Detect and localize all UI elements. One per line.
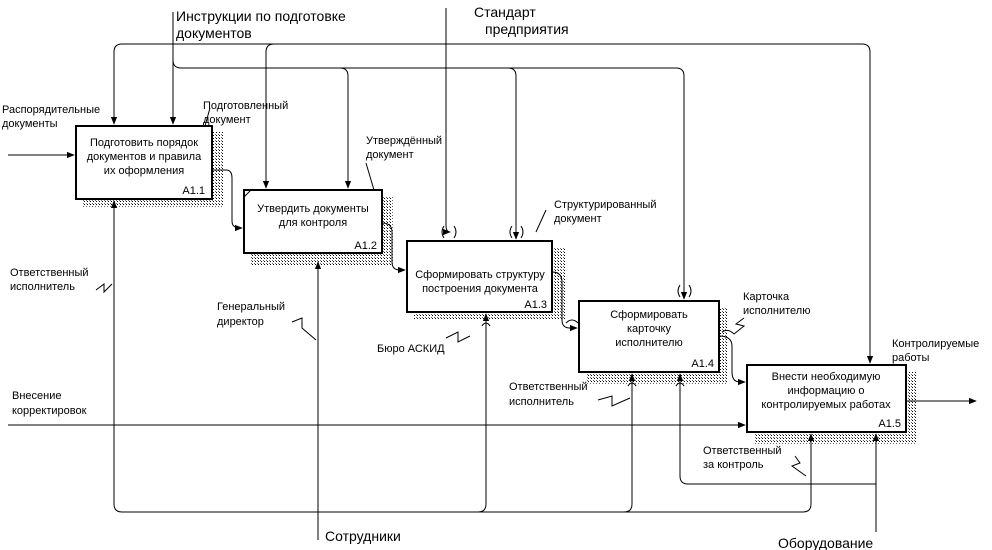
arrow-a1-2-a1-3 <box>381 222 406 274</box>
label-orders-1: Распорядительные <box>2 104 100 116</box>
label-control-resp-1: Ответственный <box>703 445 782 457</box>
label-responsible1-2: исполнитель <box>10 281 75 293</box>
labels: Инструкции по подготовке документов Стан… <box>2 4 979 550</box>
box-a1-5-line3: контролируемых работах <box>761 399 891 411</box>
arrow-instructions-branch <box>172 59 688 300</box>
label-director-2: директор <box>217 316 264 328</box>
arrow-a1-4-a1-5 <box>718 335 746 386</box>
box-a1-5-line1: Внести необходимую <box>772 371 881 383</box>
box-a1-1-line2: документов и правила <box>87 151 202 163</box>
box-a1-4-line1: Сформировать <box>610 309 688 321</box>
arrow-a1-1-a1-2 <box>212 169 243 232</box>
label-card-2: исполнителю <box>743 305 810 317</box>
arrow-standard-main <box>442 8 451 236</box>
label-controlled-2: работы <box>892 352 929 364</box>
label-prepared-2: документ <box>203 114 251 126</box>
arrow-instructions-a1-2 <box>339 67 352 189</box>
box-a1-4-id: A1.4 <box>691 358 714 370</box>
box-a1-2-line2: для контроля <box>279 217 347 229</box>
label-standard-2: предприятия <box>485 21 569 37</box>
label-orders-2: документы <box>2 118 58 130</box>
label-standard-1: Стандарт <box>474 4 536 20</box>
arrow-a1-3-a1-4 <box>551 271 578 332</box>
label-instructions-1: Инструкции по подготовке <box>176 8 346 24</box>
arrows <box>8 8 977 540</box>
box-a1-1[interactable]: Подготовить порядок документов и правила… <box>75 125 223 207</box>
label-prepared-1: Подготовленный <box>203 100 288 112</box>
box-a1-5-line2: информацию о <box>787 385 864 397</box>
label-control-resp-2: за контроль <box>703 459 764 471</box>
box-a1-3-id: A1.3 <box>524 299 547 311</box>
label-approved-1: Утверждённый <box>366 135 442 147</box>
arrow-standard-left <box>110 43 446 125</box>
box-a1-5-id: A1.5 <box>878 418 901 430</box>
box-a1-2-line1: Утвердить документы <box>257 203 369 215</box>
box-a1-4[interactable]: Сформировать карточку исполнителю A1.4 <box>578 300 727 384</box>
box-a1-3[interactable]: Сформировать структуру построения докуме… <box>406 240 566 320</box>
box-a1-4-line3: исполнителю <box>615 337 682 349</box>
label-responsible1-1: Ответственный <box>10 267 89 279</box>
label-approved-2: документ <box>366 149 414 161</box>
label-staff: Сотрудники <box>325 528 401 544</box>
label-corrections-1: Внесение <box>12 390 61 402</box>
label-responsible2-1: Ответственный <box>509 381 588 393</box>
box-a1-5[interactable]: Внести необходимую информацию о контроли… <box>746 364 916 444</box>
label-equipment: Оборудование <box>778 535 873 550</box>
arrow-standard-right <box>446 43 874 364</box>
box-a1-1-line3: их оформления <box>104 165 184 177</box>
label-askid: Бюро АСКИД <box>377 343 445 355</box>
label-corrections-2: корректировок <box>12 405 87 417</box>
label-structured-1: Структурированный <box>554 199 657 211</box>
label-responsible2-2: исполнитель <box>509 396 574 408</box>
box-a1-2-id: A1.2 <box>354 240 377 252</box>
box-a1-1-id: A1.1 <box>182 185 205 197</box>
box-a1-2[interactable]: Утвердить документы для контроля A1.2 <box>243 189 393 266</box>
label-instructions-2: документов <box>176 25 252 41</box>
label-card-1: Карточка <box>743 291 790 303</box>
label-structured-2: документ <box>554 213 602 225</box>
box-a1-1-line1: Подготовить порядок <box>90 137 198 149</box>
label-controlled-1: Контролируемые <box>892 338 979 350</box>
label-director-1: Генеральный <box>217 301 285 313</box>
arrow-standard-a1-2 <box>262 43 275 189</box>
box-a1-3-line1: Сформировать структуру <box>415 269 545 281</box>
box-a1-3-line2: построения документа <box>422 283 539 295</box>
box-a1-4-line2: карточку <box>627 323 672 335</box>
arrow-instructions-a1-3 <box>507 67 520 240</box>
